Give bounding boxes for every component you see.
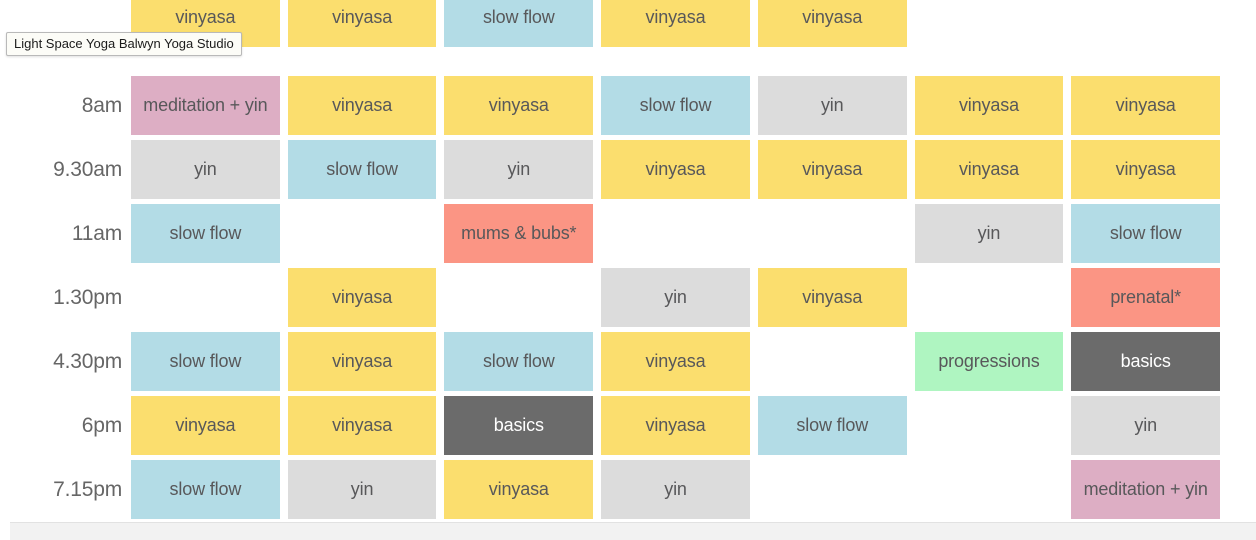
timetable-cell-yin[interactable]: yin [1071, 396, 1221, 455]
timetable-cell-yin[interactable]: yin [444, 140, 594, 199]
timetable-cell-empty [601, 204, 750, 263]
timetable-cell-vinyasa[interactable]: vinyasa [601, 396, 750, 455]
timetable-cell-basics[interactable]: basics [444, 396, 594, 455]
timetable-cell-progressions[interactable]: progressions [914, 332, 1064, 391]
timetable-cell-yin[interactable]: yin [131, 140, 280, 199]
timetable-cell-empty [758, 332, 907, 391]
timetable-cell-basics[interactable]: basics [1071, 332, 1221, 391]
timetable-cell-vinyasa[interactable]: vinyasa [601, 332, 750, 391]
timetable-cell-vinyasa[interactable]: vinyasa [287, 332, 437, 391]
timetable-cell-vinyasa[interactable]: vinyasa [1071, 76, 1221, 135]
timetable-cell-empty [288, 204, 437, 263]
timetable-cell-slowflow[interactable]: slow flow [757, 396, 907, 455]
timetable-cell-empty [1071, 0, 1220, 47]
timetable-cell-vinyasa[interactable]: vinyasa [757, 268, 907, 327]
timetable-cell-vinyasa[interactable]: vinyasa [287, 76, 437, 135]
timetable-cell-empty [915, 0, 1064, 47]
page-title-tooltip: Light Space Yoga Balwyn Yoga Studio [6, 32, 242, 56]
timetable-cell-slowflow[interactable]: slow flow [601, 76, 750, 135]
timetable-cell-slowflow[interactable]: slow flow [1071, 204, 1221, 263]
timetable-cell-empty [444, 268, 593, 327]
timetable-cell-vinyasa[interactable]: vinyasa [601, 140, 750, 199]
timetable-cell-vinyasa[interactable]: vinyasa [444, 460, 594, 519]
timetable-cell-yin[interactable]: yin [757, 76, 907, 135]
time-slot-label: 7.15pm [53, 477, 122, 501]
timetable-cell-vinyasa[interactable]: vinyasa [601, 0, 750, 47]
timetable-cell-empty [758, 460, 907, 519]
timetable-cell-slowflow[interactable]: slow flow [444, 0, 594, 47]
timetable-cell-prenatal[interactable]: prenatal* [1071, 268, 1221, 327]
timetable-cell-empty [915, 460, 1064, 519]
page-bottom-strip-gap [0, 522, 10, 540]
timetable-cell-vinyasa[interactable]: vinyasa [757, 140, 907, 199]
timetable-cell-slowflow[interactable]: slow flow [131, 332, 280, 391]
timetable-cell-mums[interactable]: mums & bubs* [444, 204, 594, 263]
time-slot-label: 4.30pm [53, 349, 122, 373]
timetable-cell-vinyasa[interactable]: vinyasa [757, 0, 907, 47]
timetable-cell-slowflow[interactable]: slow flow [444, 332, 594, 391]
timetable-cell-empty [131, 268, 280, 327]
time-slot-label: 9.30am [53, 157, 122, 181]
timetable-cell-yin[interactable]: yin [914, 204, 1064, 263]
timetable-cell-vinyasa[interactable]: vinyasa [287, 268, 437, 327]
timetable-cell-yin[interactable]: yin [287, 460, 437, 519]
time-slot-label: 6pm [81, 413, 122, 437]
timetable-cell-empty [758, 204, 907, 263]
timetable-cell-vinyasa[interactable]: vinyasa [914, 76, 1064, 135]
timetable-cell-vinyasa[interactable]: vinyasa [287, 396, 437, 455]
timetable-cell-vinyasa[interactable]: vinyasa [131, 396, 280, 455]
page-bottom-strip [0, 522, 1256, 540]
timetable-cell-vinyasa[interactable]: vinyasa [914, 140, 1064, 199]
timetable-cell-vinyasa[interactable]: vinyasa [444, 76, 594, 135]
time-slot-label: 8am [81, 93, 122, 117]
timetable-cell-vinyasa[interactable]: vinyasa [1071, 140, 1221, 199]
timetable-cell-meditation[interactable]: meditation + yin [131, 76, 280, 135]
time-slot-label: 1.30pm [53, 285, 122, 309]
timetable-cell-slowflow[interactable]: slow flow [131, 460, 280, 519]
timetable-cell-empty [915, 396, 1064, 455]
timetable-cell-slowflow[interactable]: slow flow [287, 140, 437, 199]
timetable-cell-yin[interactable]: yin [601, 460, 750, 519]
time-slot-label: 11am [71, 221, 122, 245]
timetable-cell-yin[interactable]: yin [601, 268, 750, 327]
timetable-cell-meditation[interactable]: meditation + yin [1071, 460, 1221, 519]
timetable-cell-vinyasa[interactable]: vinyasa [287, 0, 437, 47]
timetable-cell-slowflow[interactable]: slow flow [131, 204, 280, 263]
timetable-cell-empty [915, 268, 1064, 327]
